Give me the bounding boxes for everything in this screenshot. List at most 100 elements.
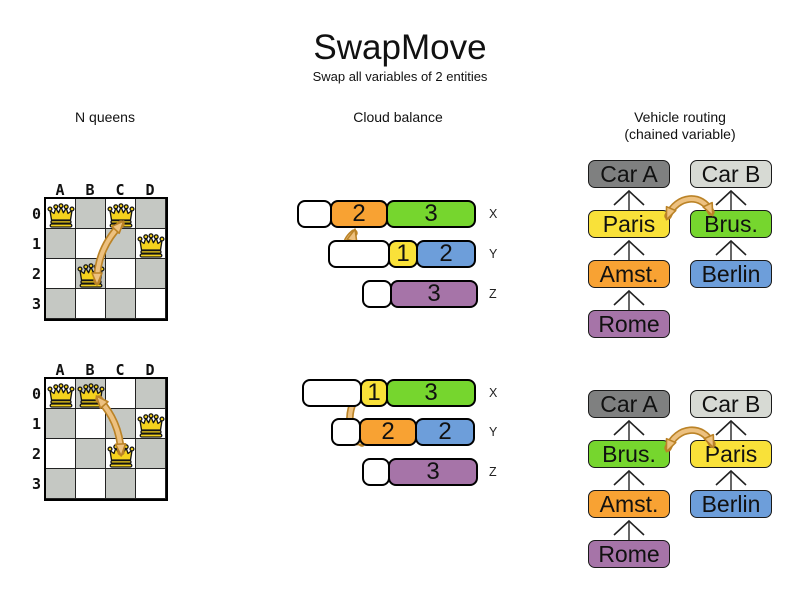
cloud-computer-label: Z: [489, 465, 497, 479]
vehicle-box: Rome: [588, 310, 670, 338]
vehicle-box: Car B: [690, 160, 772, 188]
queen-icon: [77, 383, 105, 408]
page-subtitle: Swap all variables of 2 entities: [312, 69, 488, 84]
chain-up-arrow: [607, 468, 651, 490]
board-cell: [136, 439, 166, 469]
board-cell: [46, 409, 76, 439]
chain-up-arrow: [607, 288, 651, 310]
queen-icon: [107, 443, 135, 468]
board-cell: [46, 469, 76, 499]
board-col-header: A: [55, 361, 65, 379]
board-cell: [136, 199, 166, 229]
vehicle-box: Car A: [588, 390, 670, 418]
cloud-computer-label: Z: [489, 287, 497, 301]
chain-up-arrow: [709, 468, 753, 490]
board-cell: [46, 439, 76, 469]
board-cell: [106, 379, 136, 409]
chain-up-arrow: [607, 418, 651, 440]
cloud-process-segment: 2: [416, 240, 476, 268]
queen-icon: [137, 413, 165, 438]
board-row-header: 0: [31, 205, 41, 223]
board-cell: [136, 259, 166, 289]
cloud-empty-segment: [362, 280, 392, 308]
page-title: SwapMove: [313, 28, 487, 67]
board-cell: [76, 229, 106, 259]
queen-icon: [107, 203, 135, 228]
board-cell: [76, 289, 106, 319]
cloud-process-segment: 1: [360, 379, 388, 407]
cloud-computer-label: Y: [489, 247, 498, 261]
vehicle-box: Paris: [690, 440, 772, 468]
queen: [137, 232, 165, 259]
cloud-process-segment: 3: [388, 458, 478, 486]
cloud-process-segment: 3: [390, 280, 478, 308]
chain-up-arrow: [709, 238, 753, 260]
queen: [107, 202, 135, 229]
cloud-computer-label: X: [489, 386, 498, 400]
board-cell: [76, 439, 106, 469]
vehicle-box: Car B: [690, 390, 772, 418]
vehicle-box: Brus.: [588, 440, 670, 468]
chain-up-arrow: [607, 188, 651, 210]
column-header-vehicle-routing-sub: (chained variable): [624, 126, 736, 142]
cloud-empty-segment: [362, 458, 390, 486]
cloud-process-segment: 2: [415, 418, 475, 446]
board-cell: [136, 379, 166, 409]
chain-up-arrow: [709, 188, 753, 210]
cloud-computer-label: Y: [489, 425, 498, 439]
board-cell: [106, 409, 136, 439]
vehicle-box: Berlin: [690, 490, 772, 518]
board-col-header: B: [85, 361, 95, 379]
queen: [47, 202, 75, 229]
column-header-nqueens: N queens: [75, 109, 135, 125]
board-cell: [46, 229, 76, 259]
board-col-header: A: [55, 181, 65, 199]
queen: [107, 442, 135, 469]
column-header-cloud-balance: Cloud balance: [353, 109, 443, 125]
board-row-header: 3: [31, 475, 41, 493]
cloud-process-segment: 2: [330, 200, 388, 228]
vehicle-box: Rome: [588, 540, 670, 568]
column-header-vehicle-routing: Vehicle routing: [634, 109, 726, 125]
queen: [47, 382, 75, 409]
board-col-header: C: [115, 361, 125, 379]
cloud-empty-segment: [297, 200, 332, 228]
chain-up-arrow: [607, 238, 651, 260]
queen-icon: [77, 263, 105, 288]
board-col-header: B: [85, 181, 95, 199]
board-row-header: 0: [31, 385, 41, 403]
chain-up-arrow: [709, 418, 753, 440]
chain-up-arrow: [607, 518, 651, 540]
queen-icon: [47, 203, 75, 228]
queen: [137, 412, 165, 439]
vehicle-box: Berlin: [690, 260, 772, 288]
board-cell: [76, 199, 106, 229]
cloud-empty-segment: [331, 418, 361, 446]
cloud-process-segment: 3: [386, 379, 476, 407]
chess-board: [44, 197, 168, 321]
board-cell: [136, 289, 166, 319]
board-row-header: 2: [31, 265, 41, 283]
board-cell: [106, 469, 136, 499]
queen: [77, 262, 105, 289]
board-cell: [106, 229, 136, 259]
queen: [77, 382, 105, 409]
board-row-header: 1: [31, 415, 41, 433]
board-cell: [76, 469, 106, 499]
vehicle-box: Amst.: [588, 490, 670, 518]
board-cell: [46, 259, 76, 289]
board-row-header: 1: [31, 235, 41, 253]
cloud-computer-label: X: [489, 207, 498, 221]
board-col-header: D: [145, 361, 155, 379]
board-row-header: 3: [31, 295, 41, 313]
cloud-process-segment: 3: [386, 200, 476, 228]
vehicle-box: Car A: [588, 160, 670, 188]
board-cell: [106, 259, 136, 289]
cloud-empty-segment: [328, 240, 390, 268]
chess-board: [44, 377, 168, 501]
board-cell: [76, 409, 106, 439]
cloud-process-segment: 1: [388, 240, 418, 268]
board-cell: [106, 289, 136, 319]
cloud-empty-segment: [302, 379, 362, 407]
